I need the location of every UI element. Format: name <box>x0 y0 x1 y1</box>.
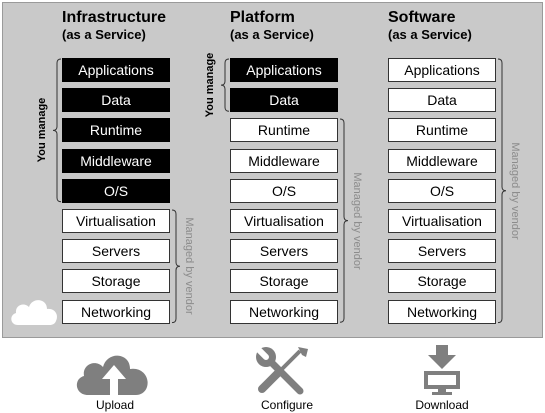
iaas-layer-applications: Applications <box>62 58 170 82</box>
paas-you-manage-bracket <box>220 58 230 112</box>
paas-you-manage-label: You manage <box>204 52 216 118</box>
saas-layer-middleware: Middleware <box>388 148 496 173</box>
download-icon <box>424 345 460 395</box>
saas-subtitle: (as a Service) <box>388 27 472 42</box>
iaas-layer-servers: Servers <box>62 239 170 264</box>
saas-layer-data: Data <box>388 88 496 113</box>
paas-vendor-label: Managed by vendor <box>351 172 363 270</box>
upload-label: Upload <box>95 398 135 412</box>
saas-layer-virtualisation: Virtualisation <box>388 209 496 233</box>
wrench-screwdriver-icon <box>255 346 308 395</box>
iaas-layer-o-s: O/S <box>62 178 170 203</box>
paas-title: Platform <box>230 9 295 26</box>
saas-layer-networking: Networking <box>388 299 496 324</box>
configure-label: Configure <box>260 398 314 412</box>
cloud-icon <box>11 300 57 325</box>
iaas-title: Infrastructure <box>62 9 167 26</box>
saas-vendor-label: Managed by vendor <box>509 142 521 240</box>
saas-layer-applications: Applications <box>388 58 496 82</box>
iaas-you-manage-bracket <box>52 58 62 203</box>
iaas-layer-storage: Storage <box>62 269 170 294</box>
iaas-vendor-bracket <box>171 209 181 324</box>
saas-title: Software <box>388 9 456 26</box>
saas-layer-servers: Servers <box>388 239 496 264</box>
iaas-layer-middleware: Middleware <box>62 148 170 173</box>
paas-vendor-bracket <box>339 118 349 324</box>
iaas-you-manage-label: You manage <box>36 98 48 163</box>
paas-layer-virtualisation: Virtualisation <box>230 209 338 233</box>
download-label: Download <box>415 398 469 412</box>
paas-layer-applications: Applications <box>230 58 338 82</box>
paas-layer-storage: Storage <box>230 269 338 294</box>
iaas-layer-data: Data <box>62 88 170 113</box>
saas-layer-storage: Storage <box>388 269 496 294</box>
paas-layer-middleware: Middleware <box>230 148 338 173</box>
paas-layer-o-s: O/S <box>230 178 338 203</box>
iaas-layer-virtualisation: Virtualisation <box>62 209 170 233</box>
saas-layer-o-s: O/S <box>388 178 496 203</box>
paas-layer-servers: Servers <box>230 239 338 264</box>
paas-layer-networking: Networking <box>230 299 338 324</box>
iaas-subtitle: (as a Service) <box>62 27 146 42</box>
iaas-vendor-label: Managed by vendor <box>183 217 195 315</box>
cloud-upload-icon <box>76 355 148 395</box>
saas-vendor-bracket <box>497 58 507 324</box>
iaas-layer-networking: Networking <box>62 299 170 324</box>
saas-layer-runtime: Runtime <box>388 118 496 143</box>
iaas-layer-runtime: Runtime <box>62 118 170 143</box>
paas-subtitle: (as a Service) <box>230 27 314 42</box>
paas-layer-data: Data <box>230 88 338 113</box>
paas-layer-runtime: Runtime <box>230 118 338 143</box>
